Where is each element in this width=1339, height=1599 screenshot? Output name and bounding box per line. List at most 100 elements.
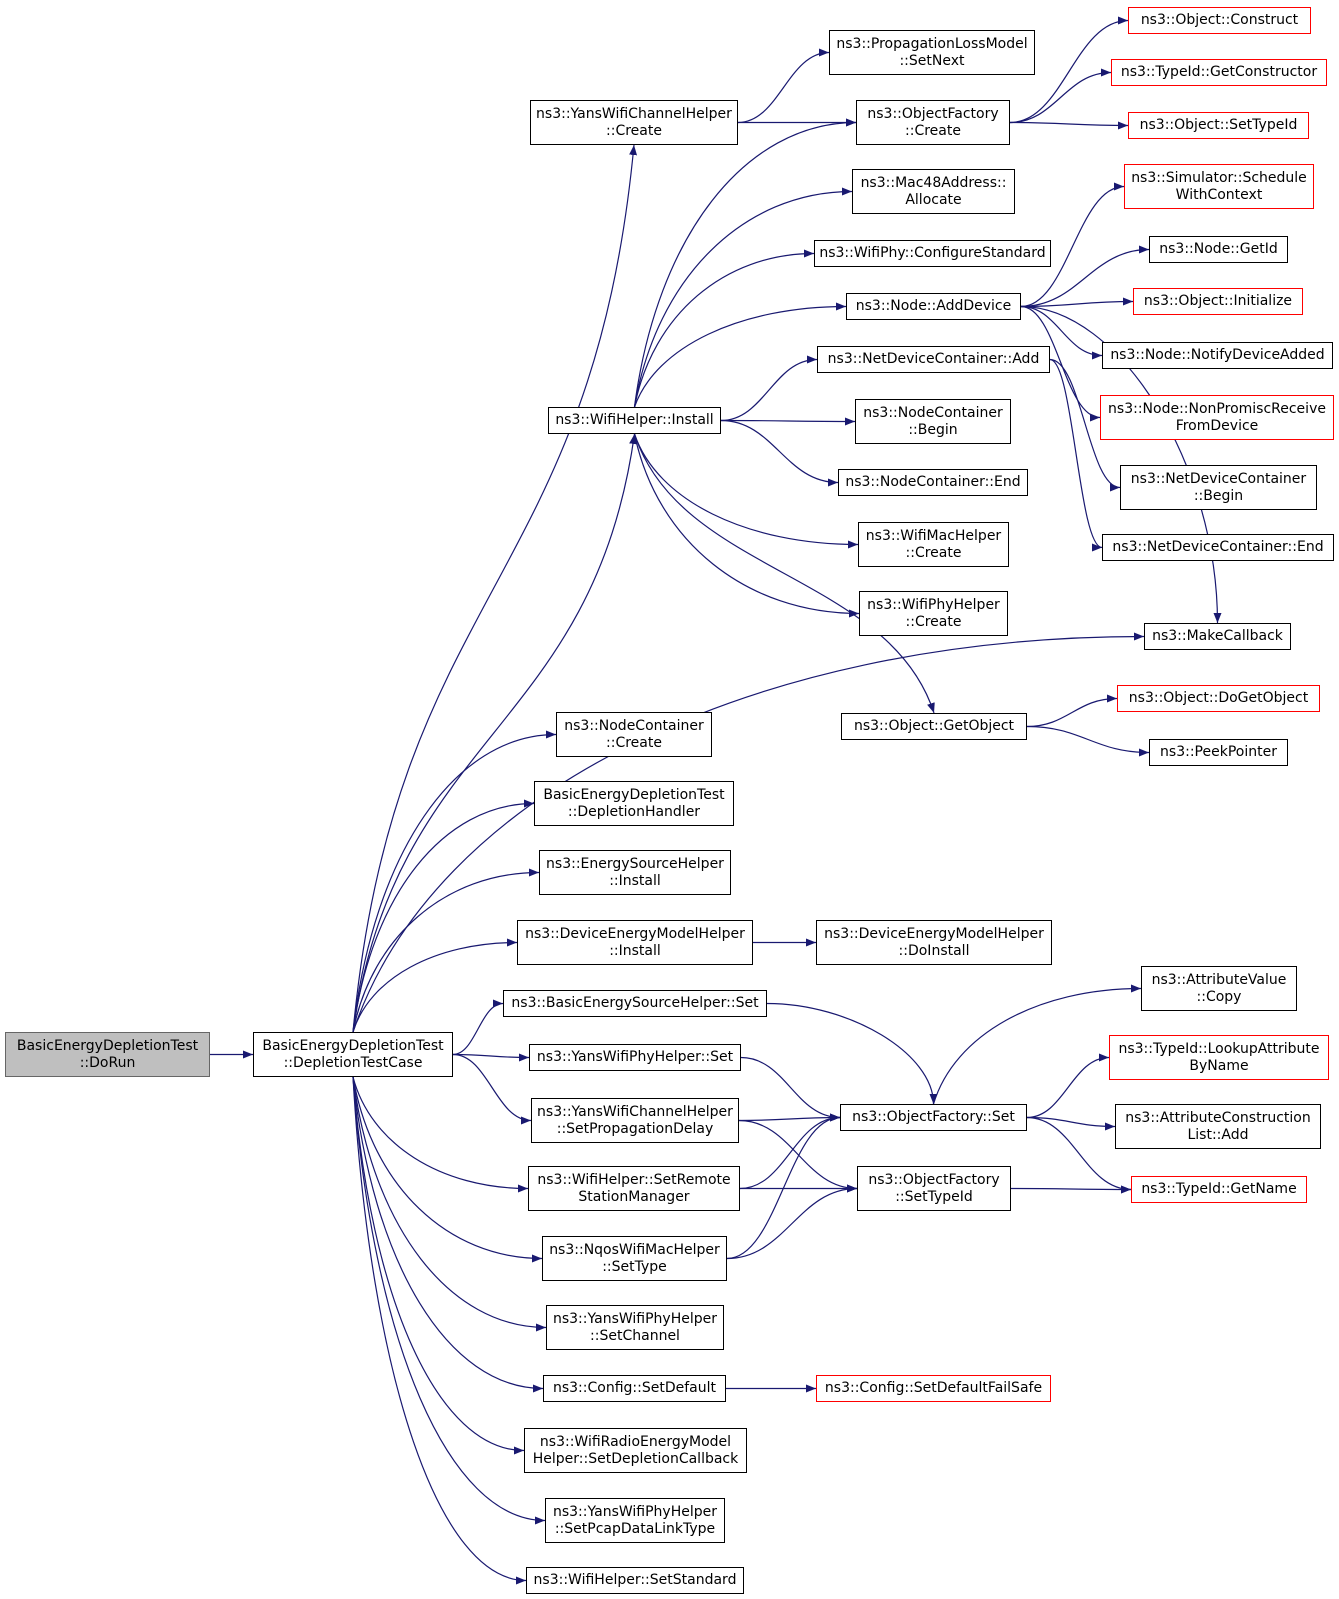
node-attr-value-copy[interactable]: ns3::AttributeValue::Copy xyxy=(1141,966,1297,1011)
node-label-line: ns3::NetDeviceContainer::Add xyxy=(827,351,1040,367)
edge-node-add-device-to-obj-initialize xyxy=(1020,297,1134,308)
node-make-callback[interactable]: ns3::MakeCallback xyxy=(1144,623,1291,650)
node-config-set-default[interactable]: ns3::Config::SetDefault xyxy=(543,1375,726,1402)
node-label-line: WithContext xyxy=(1175,186,1263,203)
edge-node-add-device-to-node-notify xyxy=(1020,305,1103,360)
node-ndc-begin[interactable]: ns3::NetDeviceContainer::Begin xyxy=(1120,465,1317,510)
node-label-line: ns3::NodeContainer::End xyxy=(845,474,1021,490)
edge-depletion-test-case-to-yans-chan-create xyxy=(352,144,638,1033)
node-label-line: ns3::Node::GetId xyxy=(1159,241,1278,257)
node-label-line: ::DoInstall xyxy=(898,942,970,959)
node-mac48-allocate[interactable]: ns3::Mac48Address::Allocate xyxy=(852,169,1015,214)
node-yans-chan-set-prop[interactable]: ns3::YansWifiChannelHelper::SetPropagati… xyxy=(531,1098,739,1143)
node-yans-chan-create[interactable]: ns3::YansWifiChannelHelper::Create xyxy=(530,100,738,145)
node-yans-phy-set[interactable]: ns3::YansWifiPhyHelper::Set xyxy=(529,1044,741,1071)
edge-wifi-set-remote-to-obj-factory-set xyxy=(739,1113,841,1190)
node-energy-src-install[interactable]: ns3::EnergySourceHelper::Install xyxy=(539,850,731,895)
node-do-run[interactable]: BasicEnergyDepletionTest::DoRun xyxy=(5,1032,210,1077)
node-dev-energy-install[interactable]: ns3::DeviceEnergyModelHelper::Install xyxy=(517,920,753,965)
node-label-line: ns3::Object::Initialize xyxy=(1143,293,1293,309)
node-obj-set-type-id[interactable]: ns3::Object::SetTypeId xyxy=(1128,112,1309,139)
edge-wifi-helper-install-to-wifi-phy-create xyxy=(633,433,860,618)
edge-ndc-add-to-ndc-end xyxy=(1049,358,1103,552)
edge-depletion-test-case-to-dev-energy-install xyxy=(352,938,518,1033)
node-basic-src-set[interactable]: ns3::BasicEnergySourceHelper::Set xyxy=(503,990,767,1017)
node-label-line: ::SetPropagationDelay xyxy=(556,1120,714,1137)
node-node-cont-begin[interactable]: ns3::NodeContainer::Begin xyxy=(855,399,1011,444)
node-label-line: Helper::SetDepletionCallback xyxy=(532,1450,739,1467)
node-label-line: ns3::YansWifiChannelHelper xyxy=(537,1103,733,1120)
node-node-notify[interactable]: ns3::Node::NotifyDeviceAdded xyxy=(1102,342,1333,369)
node-label-line: ::SetTypeId xyxy=(895,1188,973,1205)
node-nqos-set-type[interactable]: ns3::NqosWifiMacHelper::SetType xyxy=(542,1236,727,1281)
node-label-line: ns3::WifiMacHelper xyxy=(865,527,1002,544)
node-obj-factory-set-type-id[interactable]: ns3::ObjectFactory::SetTypeId xyxy=(857,1166,1011,1211)
node-wifi-phy-configure[interactable]: ns3::WifiPhy::ConfigureStandard xyxy=(814,240,1051,267)
node-wifi-set-standard[interactable]: ns3::WifiHelper::SetStandard xyxy=(526,1567,744,1594)
edge-wifi-helper-install-to-wifi-phy-configure xyxy=(633,249,815,408)
edge-obj-factory-create-to-type-id-get-constructor xyxy=(1009,68,1112,124)
edge-depletion-test-case-to-basic-src-set xyxy=(452,999,504,1056)
node-dev-energy-do-install[interactable]: ns3::DeviceEnergyModelHelper::DoInstall xyxy=(816,920,1052,965)
edge-basic-src-set-to-obj-factory-set xyxy=(766,1002,938,1105)
node-peek-pointer[interactable]: ns3::PeekPointer xyxy=(1149,739,1288,766)
node-config-set-default-fs[interactable]: ns3::Config::SetDefaultFailSafe xyxy=(816,1375,1051,1402)
edge-wifi-helper-install-to-node-cont-begin xyxy=(720,417,856,426)
node-node-cont-create[interactable]: ns3::NodeContainer::Create xyxy=(556,712,712,757)
node-label-line: ::SetType xyxy=(602,1258,667,1275)
node-label-line: FromDevice xyxy=(1175,417,1259,434)
node-type-id-get-name[interactable]: ns3::TypeId::GetName xyxy=(1131,1176,1307,1203)
node-obj-get-object[interactable]: ns3::Object::GetObject xyxy=(841,713,1027,740)
edge-wifi-helper-install-to-node-add-device xyxy=(633,302,847,408)
node-label-line: ns3::MakeCallback xyxy=(1152,628,1283,644)
edge-yans-chan-set-prop-to-obj-factory-set-type-id xyxy=(738,1119,858,1193)
node-wifi-helper-install[interactable]: ns3::WifiHelper::Install xyxy=(548,407,721,434)
node-node-add-device[interactable]: ns3::Node::AddDevice xyxy=(846,293,1021,320)
edge-depletion-test-case-to-nqos-set-type xyxy=(352,1076,543,1263)
node-label-line: ns3::WifiHelper::Install xyxy=(555,412,714,428)
edge-depletion-test-case-to-wifi-set-remote xyxy=(352,1076,529,1193)
node-label-line: ns3::WifiHelper::SetRemote xyxy=(537,1171,731,1188)
node-wifi-mac-create[interactable]: ns3::WifiMacHelper::Create xyxy=(858,522,1009,567)
node-label-line: ::Create xyxy=(606,122,662,139)
edge-node-add-device-to-node-non-promisc xyxy=(1020,305,1101,422)
node-obj-factory-create[interactable]: ns3::ObjectFactory::Create xyxy=(856,100,1010,145)
node-label-line: ::Copy xyxy=(1196,988,1242,1005)
edge-ndc-add-to-ndc-begin xyxy=(1049,358,1121,492)
node-obj-initialize[interactable]: ns3::Object::Initialize xyxy=(1133,288,1303,315)
edge-depletion-test-case-to-wifi-set-standard xyxy=(352,1076,527,1585)
node-node-cont-end[interactable]: ns3::NodeContainer::End xyxy=(838,469,1028,496)
node-label-line: ::DoRun xyxy=(79,1054,136,1071)
node-label-line: ns3::PeekPointer xyxy=(1160,744,1277,760)
node-label-line: ns3::Object::DoGetObject xyxy=(1128,690,1309,706)
node-type-id-get-constructor[interactable]: ns3::TypeId::GetConstructor xyxy=(1111,59,1327,86)
node-label-line: ns3::NqosWifiMacHelper xyxy=(549,1241,720,1258)
node-label-line: ns3::ObjectFactory::Set xyxy=(852,1109,1015,1125)
node-label-line: ns3::NetDeviceContainer xyxy=(1130,470,1307,487)
node-depletion-handler[interactable]: BasicEnergyDepletionTest::DepletionHandl… xyxy=(534,781,734,826)
node-ndc-add[interactable]: ns3::NetDeviceContainer::Add xyxy=(817,346,1050,373)
node-prop-loss-set-next[interactable]: ns3::PropagationLossModel::SetNext xyxy=(829,30,1035,75)
node-yans-phy-set-pcap[interactable]: ns3::YansWifiPhyHelper::SetPcapDataLinkT… xyxy=(545,1498,725,1543)
node-yans-phy-set-channel[interactable]: ns3::YansWifiPhyHelper::SetChannel xyxy=(546,1305,724,1350)
node-label-line: ns3::Config::SetDefault xyxy=(552,1380,716,1396)
node-node-get-id[interactable]: ns3::Node::GetId xyxy=(1149,236,1288,263)
node-depletion-test-case[interactable]: BasicEnergyDepletionTest::DepletionTestC… xyxy=(253,1032,453,1077)
edge-obj-get-object-to-obj-do-get-object xyxy=(1026,694,1118,728)
node-wifi-phy-create[interactable]: ns3::WifiPhyHelper::Create xyxy=(859,591,1008,636)
node-obj-construct[interactable]: ns3::Object::Construct xyxy=(1128,7,1311,34)
node-label-line: ns3::AttributeValue xyxy=(1151,971,1287,988)
node-obj-factory-set[interactable]: ns3::ObjectFactory::Set xyxy=(840,1104,1027,1131)
edge-obj-factory-create-to-obj-construct xyxy=(1009,16,1129,124)
edge-depletion-test-case-to-yans-phy-set-channel xyxy=(352,1076,547,1332)
node-label-line: ns3::Node::AddDevice xyxy=(855,298,1012,314)
node-ndc-end[interactable]: ns3::NetDeviceContainer::End xyxy=(1102,534,1334,561)
edge-obj-factory-set-to-type-id-lookup xyxy=(1026,1053,1110,1119)
node-obj-do-get-object[interactable]: ns3::Object::DoGetObject xyxy=(1117,685,1320,712)
